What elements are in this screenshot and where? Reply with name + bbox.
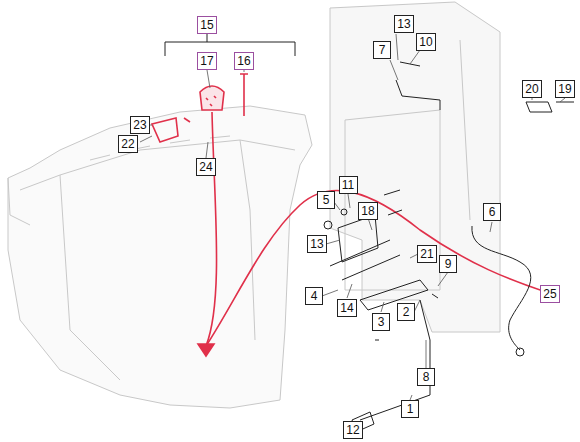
- callout-number: 24: [199, 160, 212, 174]
- callout-box: 13: [394, 15, 414, 33]
- callout-box: 17: [197, 52, 217, 70]
- callout-box: 13: [307, 235, 327, 253]
- callout-number: 15: [200, 18, 213, 32]
- callout-number: 14: [340, 301, 353, 315]
- callout-number: 21: [420, 247, 433, 261]
- callout-number: 2: [403, 305, 410, 319]
- callout-box: 11: [339, 176, 358, 194]
- callout-number: 13: [310, 237, 323, 251]
- callout-box: 22: [118, 135, 138, 153]
- callout-number: 19: [558, 82, 571, 96]
- callout-number: 11: [342, 178, 354, 192]
- callout-box: 6: [483, 203, 501, 221]
- callout-box: 15: [197, 16, 217, 34]
- callout-box: 3: [372, 313, 390, 331]
- callout-box: 12: [343, 421, 363, 439]
- callout-number: 10: [419, 35, 432, 49]
- callout-box: 1: [401, 400, 419, 418]
- callout-number: 18: [361, 204, 374, 218]
- callout-box: 24: [196, 158, 216, 176]
- callout-box: 19: [555, 80, 575, 98]
- callout-number: 5: [323, 193, 330, 207]
- callout-box: 7: [373, 41, 391, 59]
- callout-number: 23: [133, 118, 146, 132]
- callout-number: 12: [346, 423, 359, 437]
- callout-number: 16: [237, 54, 250, 68]
- callout-number: 13: [397, 17, 410, 31]
- callout-box: 10: [416, 33, 436, 51]
- callout-number: 9: [445, 257, 452, 271]
- callout-box: 4: [305, 287, 323, 305]
- callout-number: 4: [311, 289, 318, 303]
- callout-box: 9: [439, 255, 457, 273]
- callout-box: 16: [234, 52, 254, 70]
- callout-number: 7: [379, 43, 386, 57]
- callout-number: 3: [378, 315, 385, 329]
- callout-box: 20: [522, 80, 542, 98]
- callout-box: 14: [337, 299, 357, 317]
- callout-number: 1: [407, 402, 414, 416]
- callout-box: 18: [358, 202, 378, 220]
- callout-number: 8: [423, 370, 430, 384]
- callout-box: 25: [540, 285, 560, 303]
- callout-number: 17: [200, 54, 213, 68]
- callout-box: 5: [317, 191, 335, 209]
- callout-number: 20: [525, 82, 538, 96]
- callout-box: 21: [417, 245, 437, 263]
- callout-number: 6: [489, 205, 496, 219]
- callout-box: 23: [130, 116, 150, 134]
- callout-number: 22: [121, 137, 134, 151]
- callout-box: 2: [397, 303, 415, 321]
- callout-box: 8: [417, 368, 435, 386]
- callout-number: 25: [543, 287, 556, 301]
